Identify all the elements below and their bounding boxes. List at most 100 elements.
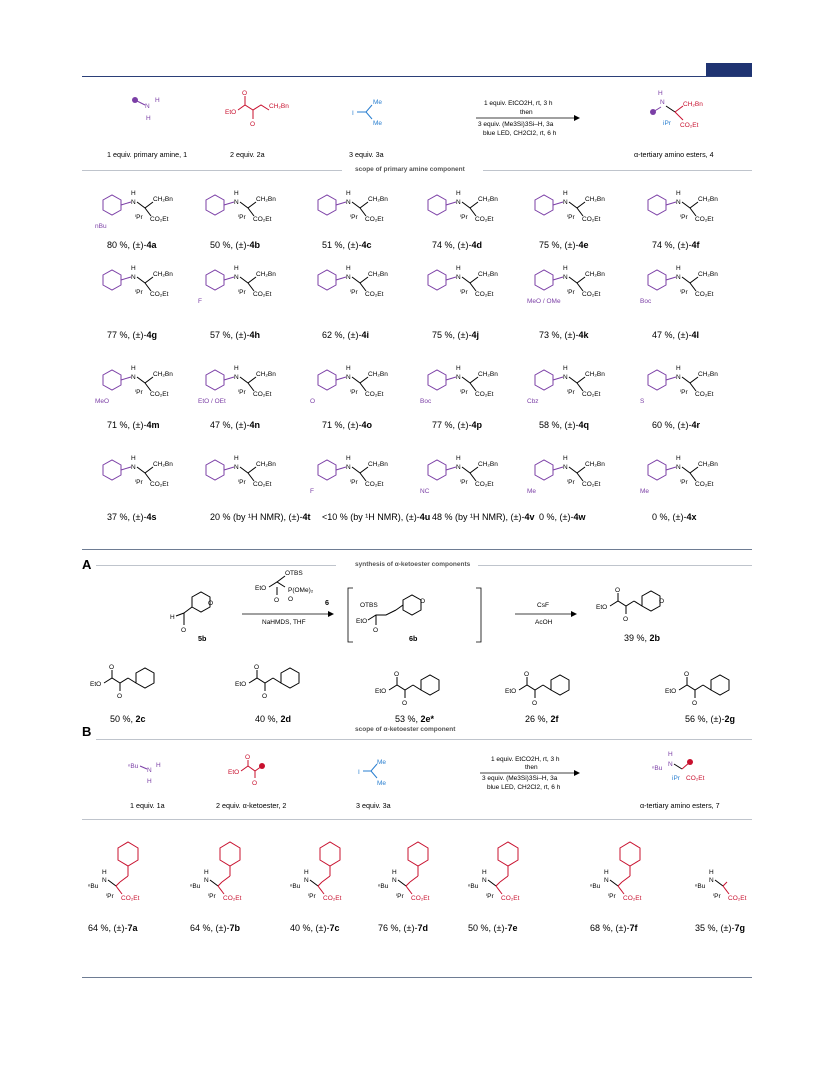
amine-label: 1 equiv. primary amine, 1	[107, 150, 188, 159]
svg-text:ⁿBu: ⁿBu	[290, 883, 301, 890]
svg-text:ⁱPr: ⁱPr	[135, 213, 143, 221]
top-rule	[82, 76, 752, 77]
svg-text:ⁱPr: ⁱPr	[238, 388, 246, 396]
svg-text:MeO / OMe: MeO / OMe	[527, 298, 561, 305]
svg-text:ⁱPr: ⁱPr	[208, 892, 216, 900]
svg-text:H: H	[456, 365, 461, 372]
yield: 26 %,	[525, 714, 551, 724]
svg-text:CH₂Bn: CH₂Bn	[153, 196, 173, 203]
compound-id: 7e	[507, 923, 518, 933]
amine-structure: N H H	[132, 97, 160, 122]
svg-text:CO₂Et: CO₂Et	[582, 291, 601, 298]
svg-text:O: O	[310, 398, 315, 405]
section-b-letter: B	[82, 724, 92, 739]
svg-text:O: O	[288, 596, 293, 603]
ketoester-2g-caption: 56 %, (±)-2g	[685, 714, 735, 724]
svg-text:CO₂Et: CO₂Et	[150, 481, 169, 488]
svg-text:CH₂Bn: CH₂Bn	[368, 461, 388, 468]
svg-text:CO₂Et: CO₂Et	[475, 481, 494, 488]
conditions-4: blue LED, CH2Cl2, rt, 6 h	[483, 130, 557, 137]
compound-id: 4u	[419, 512, 431, 522]
header-tab	[706, 63, 752, 76]
svg-text:O: O	[252, 780, 257, 787]
yield: 40 %,	[255, 714, 281, 724]
svg-text:CO₂Et: CO₂Et	[686, 775, 705, 782]
svg-text:ⁱPr: ⁱPr	[567, 478, 575, 486]
svg-text:EtO: EtO	[505, 688, 516, 695]
amine-product-4w-caption: 0 %, (±)-4w	[539, 512, 585, 522]
amine-product-4x-caption: 0 %, (±)-4x	[652, 512, 696, 522]
svg-text:N: N	[234, 199, 239, 206]
compound-id: 4n	[249, 420, 260, 430]
svg-text:CO₂Et: CO₂Et	[728, 895, 747, 902]
yield: 50 %, (±)-	[468, 923, 508, 933]
amine-substituent	[102, 459, 122, 481]
svg-text:H: H	[658, 90, 663, 97]
svg-text:CH₂Bn: CH₂Bn	[585, 371, 605, 378]
svg-text:O: O	[659, 598, 664, 605]
generic-ketoester-structure: EtO O O	[228, 754, 265, 787]
compound-id: 4d	[471, 240, 482, 250]
amine-substituent	[427, 269, 447, 291]
svg-text:Me: Me	[373, 120, 382, 127]
amine-substituent	[317, 459, 337, 481]
yield: 47 %, (±)-	[210, 420, 250, 430]
svg-text:O: O	[109, 664, 114, 671]
compound-id: 4a	[146, 240, 157, 250]
compound-id: 4q	[578, 420, 589, 430]
yield: 64 %, (±)-	[190, 923, 230, 933]
svg-text:ⁱPr: ⁱPr	[486, 892, 494, 900]
b-conditions-4: blue LED, CH2Cl2, rt, 6 h	[487, 784, 561, 791]
svg-text:Me: Me	[527, 488, 536, 495]
yield: 37 %, (±)-	[107, 512, 147, 522]
svg-text:Me: Me	[640, 488, 649, 495]
svg-text:H: H	[131, 455, 136, 462]
yield: 75 %, (±)-	[539, 240, 579, 250]
svg-text:CO₂Et: CO₂Et	[475, 291, 494, 298]
svg-text:N: N	[131, 464, 136, 471]
bottom-rule	[82, 977, 752, 978]
ketoester-structure: EtO O O CH₂Bn	[225, 90, 289, 128]
amine-product-4a-caption: 80 %, (±)-4a	[107, 240, 156, 250]
svg-text:H: H	[676, 190, 681, 197]
yield: 77 %, (±)-	[107, 330, 147, 340]
yield: 57 %, (±)-	[210, 330, 250, 340]
svg-text:ⁱPr: ⁱPr	[135, 388, 143, 396]
svg-text:ⁿBu: ⁿBu	[652, 765, 663, 772]
compound-id: 4k	[578, 330, 589, 340]
compound-id: 2d	[280, 714, 292, 724]
amine-substituent	[205, 269, 225, 291]
compound-id: 4w	[573, 512, 586, 522]
svg-text:O: O	[373, 627, 378, 634]
svg-text:EtO: EtO	[235, 681, 246, 688]
svg-text:ⁿBu: ⁿBu	[378, 883, 389, 890]
compound-id: 4i	[361, 330, 369, 340]
compound-id: 4o	[361, 420, 372, 430]
section-b-rule	[96, 739, 752, 740]
step1-arrow	[242, 611, 334, 617]
svg-text:O: O	[208, 600, 213, 607]
svg-text:CO₂Et: CO₂Et	[501, 895, 520, 902]
svg-text:N: N	[131, 374, 136, 381]
svg-text:O: O	[250, 121, 255, 128]
svg-text:N: N	[482, 877, 487, 884]
amine-product-4n-caption: 47 %, (±)-4n	[210, 420, 260, 430]
compound-id: 4s	[146, 512, 157, 522]
svg-text:CH₂Bn: CH₂Bn	[256, 196, 276, 203]
compound-id: 4c	[361, 240, 372, 250]
svg-text:H: H	[456, 455, 461, 462]
svg-text:O: O	[262, 693, 267, 700]
svg-text:CO₂Et: CO₂Et	[253, 291, 272, 298]
svg-text:ⁱPr: ⁱPr	[238, 213, 246, 221]
